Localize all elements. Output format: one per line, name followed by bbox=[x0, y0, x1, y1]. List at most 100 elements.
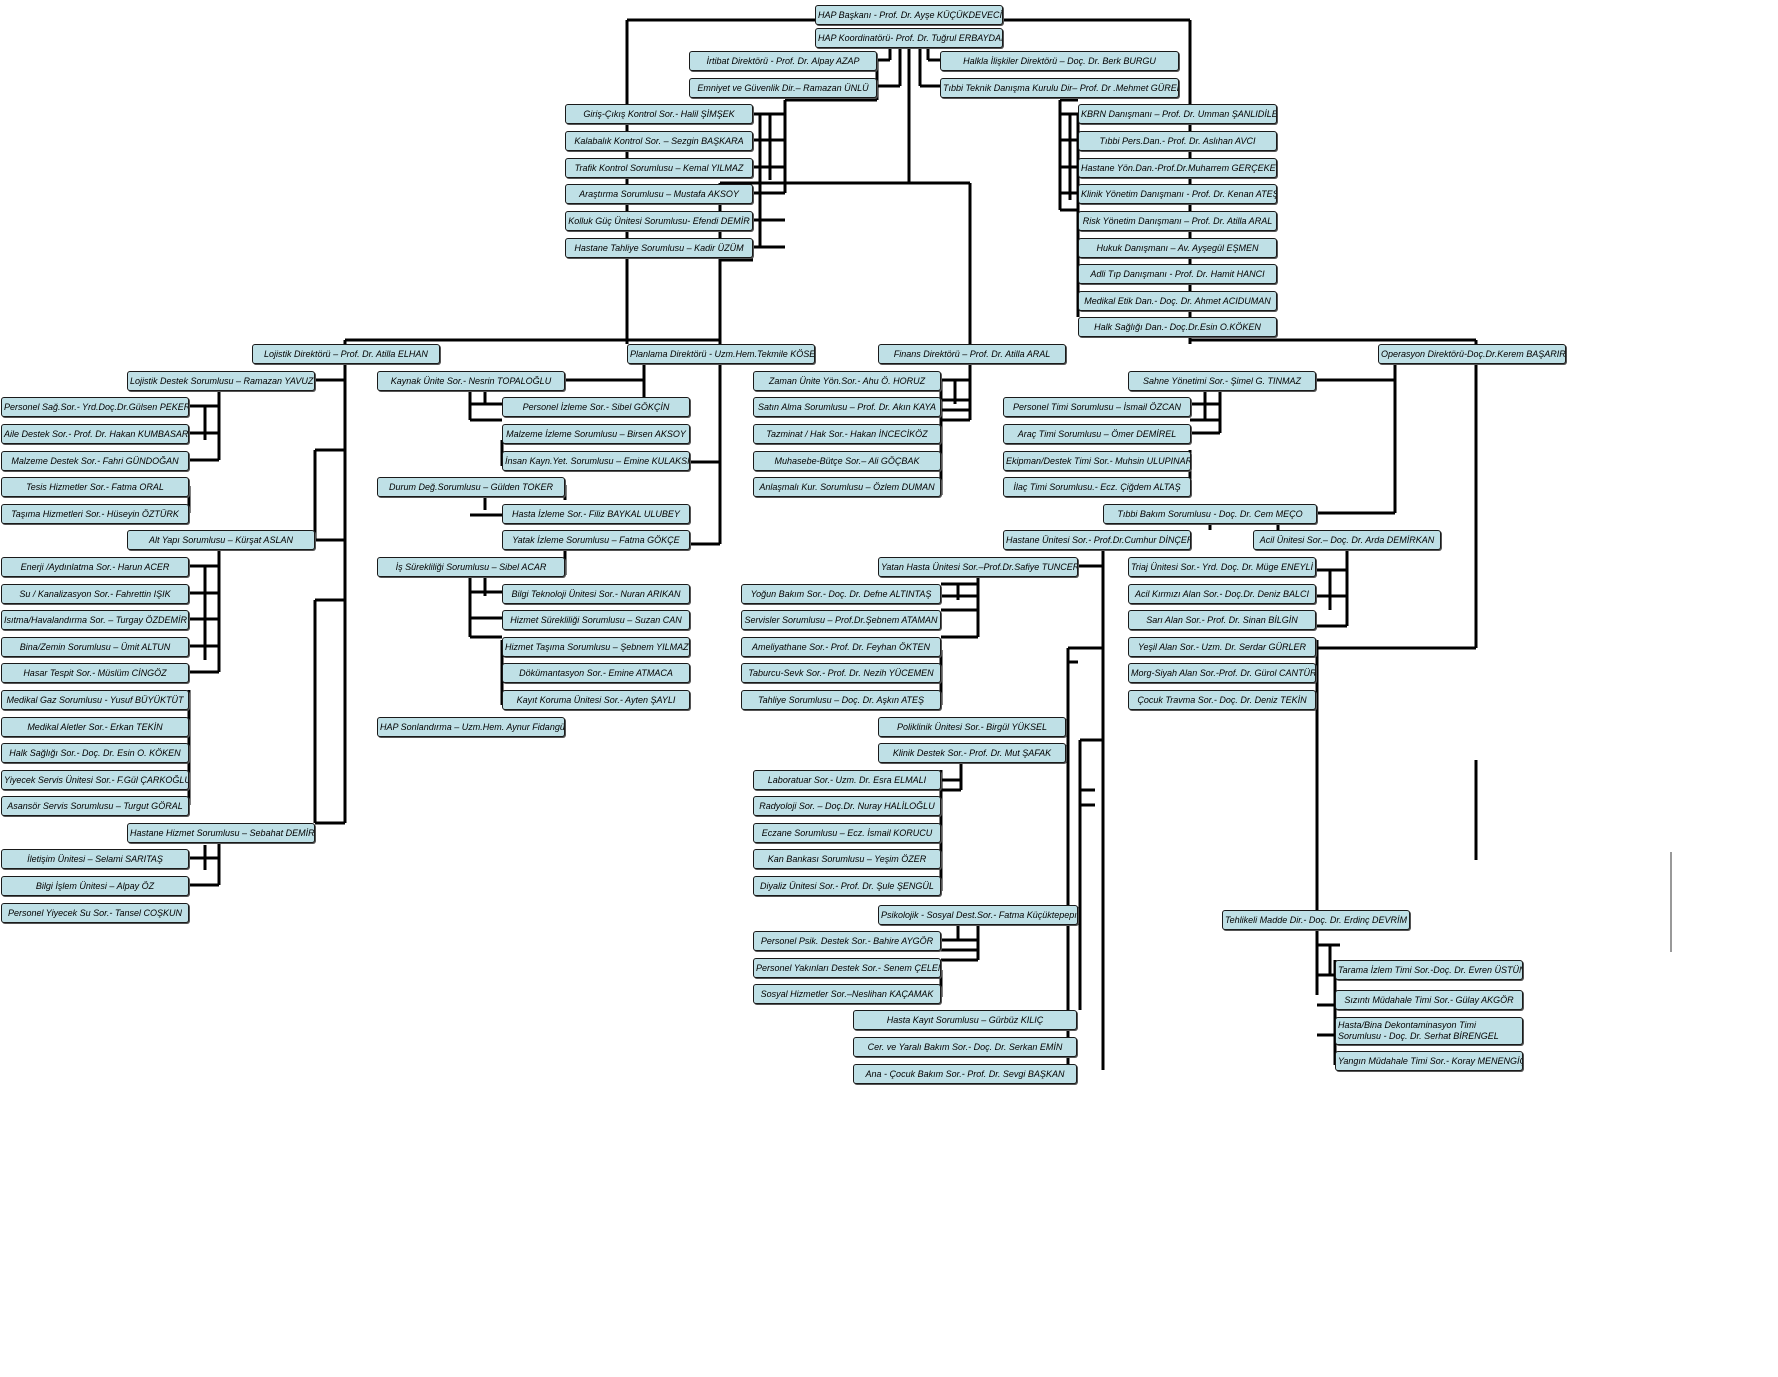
org-box: Kan Bankası Sorumlusu – Yeşim ÖZER bbox=[753, 849, 941, 869]
org-box: Aile Destek Sor.- Prof. Dr. Hakan KUMBAS… bbox=[1, 424, 189, 444]
org-box: Yangın Müdahale Timi Sor.- Koray MENENGİ… bbox=[1335, 1051, 1523, 1071]
org-box: Cer. ve Yaralı Bakım Sor.- Doç. Dr. Serk… bbox=[853, 1037, 1077, 1057]
org-box: Morg-Siyah Alan Sor.-Prof. Dr. Gürol CAN… bbox=[1128, 663, 1316, 683]
org-box: Tıbbi Pers.Dan.- Prof. Dr. Aslıhan AVCI bbox=[1078, 131, 1277, 151]
org-box: Halkla İlişkiler Direktörü – Doç. Dr. Be… bbox=[940, 51, 1179, 71]
org-box: Hastane Ünitesi Sor.- Prof.Dr.Cumhur DİN… bbox=[1003, 530, 1191, 550]
org-box: Kolluk Güç Ünitesi Sorumlusu- Efendi DEM… bbox=[565, 211, 753, 231]
org-box: Enerji /Aydınlatma Sor.- Harun ACER bbox=[1, 557, 189, 577]
org-box: Muhasebe-Bütçe Sor.– Ali GÖÇBAK bbox=[753, 451, 941, 471]
org-box: Araç Timi Sorumlusu – Ömer DEMİREL bbox=[1003, 424, 1191, 444]
org-box: Yoğun Bakım Sor.- Doç. Dr. Defne ALTINTA… bbox=[741, 584, 941, 604]
org-box: İnsan Kayn.Yet. Sorumlusu – Emine KULAKS… bbox=[502, 451, 690, 471]
org-box: Hizmet Taşıma Sorumlusu – Şebnem YILMAZ bbox=[502, 637, 690, 657]
org-box: Taburcu-Sevk Sor.- Prof. Dr. Nezih YÜCEM… bbox=[741, 663, 941, 683]
org-box: Halk Sağlığı Sor.- Doç. Dr. Esin O. KÖKE… bbox=[1, 743, 189, 763]
org-box: Tarama İzlem Timi Sor.-Doç. Dr. Evren ÜS… bbox=[1335, 960, 1523, 980]
org-box: Yeşil Alan Sor.- Uzm. Dr. Serdar GÜRLER bbox=[1128, 637, 1316, 657]
org-box: Personel Yakınları Destek Sor.- Senem ÇE… bbox=[753, 958, 941, 978]
org-box: İlaç Timi Sorumlusu.- Ecz. Çiğdem ALTAŞ bbox=[1003, 477, 1191, 497]
org-box: Laboratuar Sor.- Uzm. Dr. Esra ELMALI bbox=[753, 770, 941, 790]
org-box: Tesis Hizmetler Sor.- Fatma ORAL bbox=[1, 477, 189, 497]
org-box: Ana - Çocuk Bakım Sor.- Prof. Dr. Sevgi … bbox=[853, 1064, 1077, 1084]
org-box: Risk Yönetim Danışmanı – Prof. Dr. Atill… bbox=[1078, 211, 1277, 231]
org-box: Durum Değ.Sorumlusu – Gülden TOKER bbox=[377, 477, 565, 497]
org-box: Eczane Sorumlusu – Ecz. İsmail KORUCU bbox=[753, 823, 941, 843]
org-box: HAP Koordinatörü- Prof. Dr. Tuğrul ERBAY… bbox=[815, 28, 1003, 48]
org-box: Medikal Gaz Sorumlusu - Yusuf BÜYÜKTÜT bbox=[1, 690, 189, 710]
org-box: Adli Tıp Danışmanı - Prof. Dr. Hamit HAN… bbox=[1078, 264, 1277, 284]
org-box: KBRN Danışmanı – Prof. Dr. Umman ŞANLIDİ… bbox=[1078, 104, 1277, 124]
org-box: Planlama Direktörü - Uzm.Hem.Tekmile KÖS… bbox=[627, 344, 815, 364]
org-box: Hukuk Danışmanı – Av. Ayşegül EŞMEN bbox=[1078, 238, 1277, 258]
org-box: Kaynak Ünite Sor.- Nesrin TOPALOĞLU bbox=[377, 371, 565, 391]
org-box: Personel Timi Sorumlusu – İsmail ÖZCAN bbox=[1003, 397, 1191, 417]
org-box: Personel Psik. Destek Sor.- Bahire AYGÖR bbox=[753, 931, 941, 951]
org-box: Sızıntı Müdahale Timi Sor.- Gülay AKGÖR bbox=[1335, 990, 1523, 1010]
org-box: Hastane Hizmet Sorumlusu – Sebahat DEMİR bbox=[127, 823, 315, 843]
org-box: Bina/Zemin Sorumlusu – Ümit ALTUN bbox=[1, 637, 189, 657]
org-box: Hastane Tahliye Sorumlusu – Kadir ÜZÜM bbox=[565, 238, 753, 258]
org-box: Çocuk Travma Sor.- Doç. Dr. Deniz TEKİN bbox=[1128, 690, 1316, 710]
org-box: Diyaliz Ünitesi Sor.- Prof. Dr. Şule ŞEN… bbox=[753, 876, 941, 896]
org-box: Halk Sağlığı Dan.- Doç.Dr.Esin O.KÖKEN bbox=[1078, 317, 1277, 337]
org-box: Poliklinik Ünitesi Sor.- Birgül YÜKSEL bbox=[878, 717, 1066, 737]
org-box: Bilgi İşlem Ünitesi – Alpay ÖZ bbox=[1, 876, 189, 896]
org-box: Personel Sağ.Sor.- Yrd.Doç.Dr.Gülsen PEK… bbox=[1, 397, 189, 417]
org-box: Yatan Hasta Ünitesi Sor.–Prof.Dr.Safiye … bbox=[878, 557, 1078, 577]
org-box: Hasar Tespit Sor.- Müslüm CİNGÖZ bbox=[1, 663, 189, 683]
org-box: Bilgi Teknoloji Ünitesi Sor.- Nuran ARIK… bbox=[502, 584, 690, 604]
org-box: Operasyon Direktörü-Doç.Dr.Kerem BAŞARIR bbox=[1378, 344, 1566, 364]
org-box: Personel Yiyecek Su Sor.- Tansel COŞKUN bbox=[1, 903, 189, 923]
org-box: Satın Alma Sorumlusu – Prof. Dr. Akın KA… bbox=[753, 397, 941, 417]
org-box: Hasta Kayıt Sorumlusu – Gürbüz KILIÇ bbox=[853, 1010, 1077, 1030]
org-box: Kayıt Koruma Ünitesi Sor.- Ayten ŞAYLI bbox=[502, 690, 690, 710]
org-box: Sahne Yönetimi Sor.- Şimel G. TINMAZ bbox=[1128, 371, 1316, 391]
org-box: Isıtma/Havalandırma Sor. – Turgay ÖZDEMİ… bbox=[1, 610, 189, 630]
org-box: Ekipman/Destek Timi Sor.- Muhsin ULUPINA… bbox=[1003, 451, 1191, 471]
org-box: Tıbbi Teknik Danışma Kurulu Dir– Prof. D… bbox=[940, 78, 1179, 98]
org-box: Emniyet ve Güvenlik Dir.– Ramazan ÜNLÜ bbox=[689, 78, 877, 98]
org-box: Klinik Yönetim Danışmanı - Prof. Dr. Ken… bbox=[1078, 184, 1277, 204]
org-box: Personel İzleme Sor.- Sibel GÖKÇİN bbox=[502, 397, 690, 417]
org-box: İrtibat Direktörü - Prof. Dr. Alpay AZAP bbox=[689, 51, 877, 71]
org-box: Anlaşmalı Kur. Sorumlusu – Özlem DUMAN bbox=[753, 477, 941, 497]
org-box: Sosyal Hizmetler Sor.–Neslihan KAÇAMAK bbox=[753, 984, 941, 1004]
org-box: Servisler Sorumlusu – Prof.Dr.Şebnem ATA… bbox=[741, 610, 941, 630]
org-box: Lojistik Destek Sorumlusu – Ramazan YAVU… bbox=[127, 371, 315, 391]
org-box: Acil Ünitesi Sor.– Doç. Dr. Arda DEMİRKA… bbox=[1253, 530, 1441, 550]
org-box: Malzeme Destek Sor.- Fahri GÜNDOĞAN bbox=[1, 451, 189, 471]
org-box: Psikolojik - Sosyal Dest.Sor.- Fatma Küç… bbox=[878, 905, 1078, 925]
org-box: Tazminat / Hak Sor.- Hakan İNCECİKÖZ bbox=[753, 424, 941, 444]
org-box: Klinik Destek Sor.- Prof. Dr. Mut ŞAFAK bbox=[878, 743, 1066, 763]
org-box: Giriş-Çıkış Kontrol Sor.- Halil ŞİMŞEK bbox=[565, 104, 753, 124]
org-box: HAP Sonlandırma – Uzm.Hem. Aynur Fidangü… bbox=[377, 717, 565, 737]
org-box: Yiyecek Servis Ünitesi Sor.- F.Gül ÇARKO… bbox=[1, 770, 189, 790]
org-box: Dökümantasyon Sor.- Emine ATMACA bbox=[502, 663, 690, 683]
org-box: Medikal Aletler Sor.- Erkan TEKİN bbox=[1, 717, 189, 737]
org-box: Hasta İzleme Sor.- Filiz BAYKAL ULUBEY bbox=[502, 504, 690, 524]
org-box: Acil Kırmızı Alan Sor.- Doç.Dr. Deniz BA… bbox=[1128, 584, 1316, 604]
org-box: Hizmet Sürekliliği Sorumlusu – Suzan CAN bbox=[502, 610, 690, 630]
org-box: Asansör Servis Sorumlusu – Turgut GÖRAL bbox=[1, 796, 189, 816]
org-box: HAP Başkanı - Prof. Dr. Ayşe KÜÇÜKDEVECİ bbox=[815, 5, 1003, 25]
org-box: İş Sürekliliği Sorumlusu – Sibel ACAR bbox=[377, 557, 565, 577]
org-box: Trafik Kontrol Sorumlusu – Kemal YILMAZ bbox=[565, 158, 753, 178]
org-box: Ameliyathane Sor.- Prof. Dr. Feyhan ÖKTE… bbox=[741, 637, 941, 657]
org-box: Lojistik Direktörü – Prof. Dr. Atilla EL… bbox=[252, 344, 440, 364]
org-box: Tahliye Sorumlusu – Doç. Dr. Aşkın ATEŞ bbox=[741, 690, 941, 710]
org-box: Radyoloji Sor. – Doç.Dr. Nuray HALİLOĞLU bbox=[753, 796, 941, 816]
org-box: Araştırma Sorumlusu – Mustafa AKSOY bbox=[565, 184, 753, 204]
org-box: Zaman Ünite Yön.Sor.- Ahu Ö. HORUZ bbox=[753, 371, 941, 391]
org-box: Finans Direktörü – Prof. Dr. Atilla ARAL bbox=[878, 344, 1066, 364]
org-box: Tıbbi Bakım Sorumlusu - Doç. Dr. Cem MEÇ… bbox=[1103, 504, 1317, 524]
org-box: Alt Yapı Sorumlusu – Kürşat ASLAN bbox=[127, 530, 315, 550]
org-box: Hastane Yön.Dan.-Prof.Dr.Muharrem GERÇEK… bbox=[1078, 158, 1277, 178]
org-box: Medikal Etik Dan.- Doç. Dr. Ahmet ACIDUM… bbox=[1078, 291, 1277, 311]
org-box: Yatak İzleme Sorumlusu – Fatma GÖKÇE bbox=[502, 530, 690, 550]
org-box: Taşıma Hizmetleri Sor.- Hüseyin ÖZTÜRK bbox=[1, 504, 189, 524]
org-box: Hasta/Bina Dekontaminasyon Timi Sorumlus… bbox=[1335, 1017, 1523, 1045]
org-box: Triaj Ünitesi Sor.- Yrd. Doç. Dr. Müge E… bbox=[1128, 557, 1316, 577]
